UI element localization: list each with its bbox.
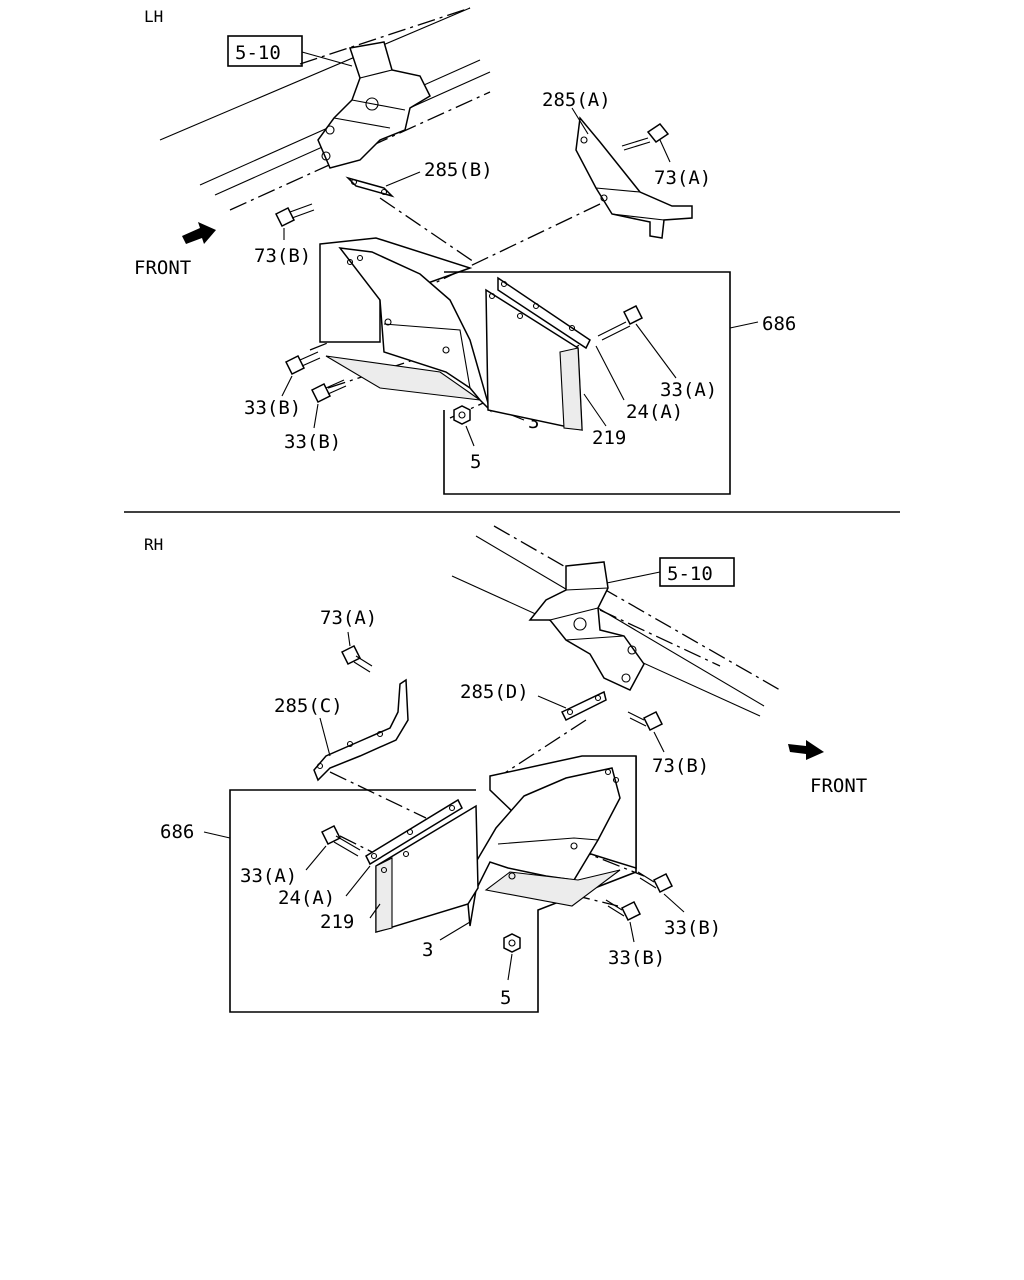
lh-label-73a: 73(A): [654, 167, 711, 189]
rh-ref-box-5-10[interactable]: 5-10: [659, 557, 735, 587]
lh-bolt-73b-icon: [274, 203, 315, 228]
rh-leader-285d: [537, 695, 567, 709]
rh-label-285d: 285(D): [460, 681, 529, 703]
lh-section: LH 5-10 285(B): [134, 7, 796, 495]
rh-label-73a: 73(A): [320, 607, 377, 629]
rh-front-arrow-icon: [788, 740, 824, 760]
lh-leader-33b-2: [313, 403, 319, 429]
lh-label-33a: 33(A): [660, 379, 717, 401]
rh-section: RH 5-10 285(D): [144, 525, 867, 1013]
lh-label-5: 5: [470, 451, 481, 473]
rh-front-label: FRONT: [810, 775, 867, 797]
rh-splash-shield-3: [467, 755, 637, 927]
lh-label-285b: 285(B): [424, 159, 493, 181]
rh-label-3: 3: [422, 939, 433, 961]
lh-leader-285a: [571, 107, 589, 135]
lh-cab-mount-bracket: [317, 41, 431, 169]
rh-bolt-73b-icon: [627, 710, 664, 732]
lh-leader-24a: [595, 345, 625, 401]
lh-leader-686: [729, 321, 759, 329]
lh-bracket-285a: [575, 116, 693, 239]
rh-leader-3: [439, 921, 471, 941]
lh-leader-285b: [385, 171, 421, 187]
rh-bolt-33b-2-icon: [605, 899, 642, 922]
lh-bolt-33b-2-icon: [310, 379, 347, 404]
lh-leader-5: [465, 425, 475, 447]
lh-label-73b: 73(B): [254, 245, 311, 267]
rh-leader-33b-1: [663, 893, 685, 913]
rh-label-73b: 73(B): [652, 755, 709, 777]
rh-bolt-33b-1-icon: [637, 871, 674, 894]
rh-nut-5-icon: [503, 933, 521, 953]
rh-label-5: 5: [500, 987, 511, 1009]
lh-bolt-73a-icon: [621, 122, 670, 151]
svg-text:5-10: 5-10: [235, 42, 281, 64]
rh-leader-285c: [319, 717, 331, 757]
lh-mud-flap-219: [485, 276, 591, 431]
svg-text:5-10: 5-10: [667, 563, 713, 585]
lh-leader-5-10: [301, 51, 353, 67]
rh-label-219: 219: [320, 911, 354, 933]
lh-leader-33a: [635, 323, 677, 379]
lh-nut-5-icon: [453, 405, 471, 425]
rh-leader-5: [507, 953, 513, 981]
rh-mud-flap-219: [365, 798, 479, 934]
lh-front-arrow-icon: [182, 222, 216, 244]
rh-label-33a: 33(A): [240, 865, 297, 887]
lh-label-686: 686: [762, 313, 796, 335]
rh-bracket-285c: [313, 678, 409, 782]
rh-bolt-33a-icon: [320, 824, 361, 857]
rh-leader-219: [369, 903, 381, 919]
lh-kit-686-box: [443, 271, 731, 495]
lh-leader-33b-1: [281, 375, 293, 397]
lh-label-219: 219: [592, 427, 626, 449]
rh-cab-mount-bracket: [528, 561, 645, 691]
rh-leader-33a: [305, 845, 327, 871]
lh-label-24a: 24(A): [626, 401, 683, 423]
lh-side-label: LH: [144, 7, 163, 26]
lh-label-33b-1: 33(B): [244, 397, 301, 419]
rh-bolt-73a-icon: [340, 644, 373, 673]
lh-bracket-285b: [345, 176, 395, 198]
rh-label-33b-1: 33(B): [664, 917, 721, 939]
rh-leader-24a: [345, 865, 371, 897]
rh-label-24a: 24(A): [278, 887, 335, 909]
lh-bolt-33b-1-icon: [284, 351, 321, 376]
lh-leader-73a: [659, 139, 671, 163]
rh-kit-686-box: [229, 756, 637, 1013]
lh-label-33b-2: 33(B): [284, 431, 341, 453]
lh-ref-box-5-10[interactable]: 5-10: [227, 35, 303, 67]
rh-leader-33b-2: [629, 921, 635, 943]
lh-label-285a: 285(A): [542, 89, 611, 111]
rh-leader-73a: [347, 631, 351, 647]
rh-leader-686: [203, 831, 231, 839]
lh-bolt-33a-icon: [597, 304, 644, 341]
rh-label-686: 686: [160, 821, 194, 843]
rh-side-label: RH: [144, 535, 163, 554]
lh-label-3: 3: [528, 411, 539, 433]
lh-leader-219: [583, 393, 607, 427]
lh-splash-shield-3: [319, 237, 492, 413]
rh-label-285c: 285(C): [274, 695, 343, 717]
rh-leader-5-10: [601, 571, 661, 585]
rh-leader-73b: [653, 731, 665, 753]
rh-label-33b-2: 33(B): [608, 947, 665, 969]
lh-front-label: FRONT: [134, 257, 191, 279]
rh-bracket-285d: [560, 690, 607, 722]
